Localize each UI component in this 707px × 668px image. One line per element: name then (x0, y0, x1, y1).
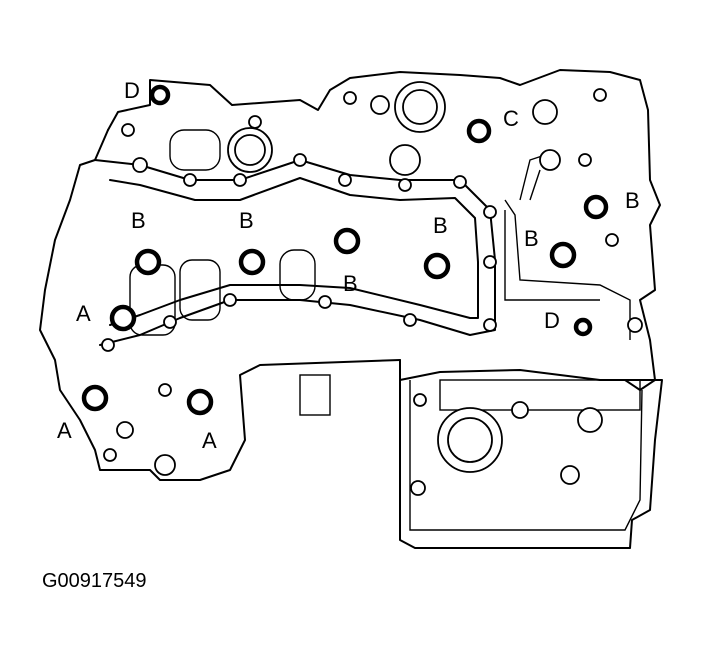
callout-label: C (503, 106, 519, 131)
lower-block-outline (399, 359, 663, 549)
bolts (81, 84, 609, 416)
valve-body-left-outline (39, 129, 401, 481)
bolt (109, 304, 137, 332)
bolt (134, 248, 162, 276)
callout-label: B (239, 208, 254, 233)
bolt (149, 84, 171, 106)
figure-id: G00917549 (42, 570, 147, 592)
callout-label: A (202, 428, 217, 453)
bolt (81, 384, 109, 412)
valve-body-upper-outline (107, 69, 661, 391)
right-gasket (504, 199, 631, 340)
bolt (466, 118, 492, 144)
gasket-channel-inner (109, 177, 479, 326)
callout-label: D (124, 78, 140, 103)
bolt (573, 317, 593, 337)
bolt (238, 248, 266, 276)
callout-labels: D C B B B B B B A A A D (57, 78, 640, 453)
callout-label: B (625, 188, 640, 213)
callout-label: B (343, 271, 358, 296)
large-bores (227, 81, 561, 473)
spool-bores (129, 129, 641, 416)
callout-label: B (524, 226, 539, 251)
bolt (186, 388, 214, 416)
callout-label: D (544, 308, 560, 333)
callout-label: B (433, 213, 448, 238)
callout-label: A (76, 301, 91, 326)
bolt (583, 194, 609, 220)
bolt (333, 227, 361, 255)
callout-label: A (57, 418, 72, 443)
bolt (423, 252, 451, 280)
lower-block-inner (409, 380, 643, 531)
callout-label: B (131, 208, 146, 233)
bolt (549, 241, 577, 269)
small-holes (101, 88, 643, 496)
